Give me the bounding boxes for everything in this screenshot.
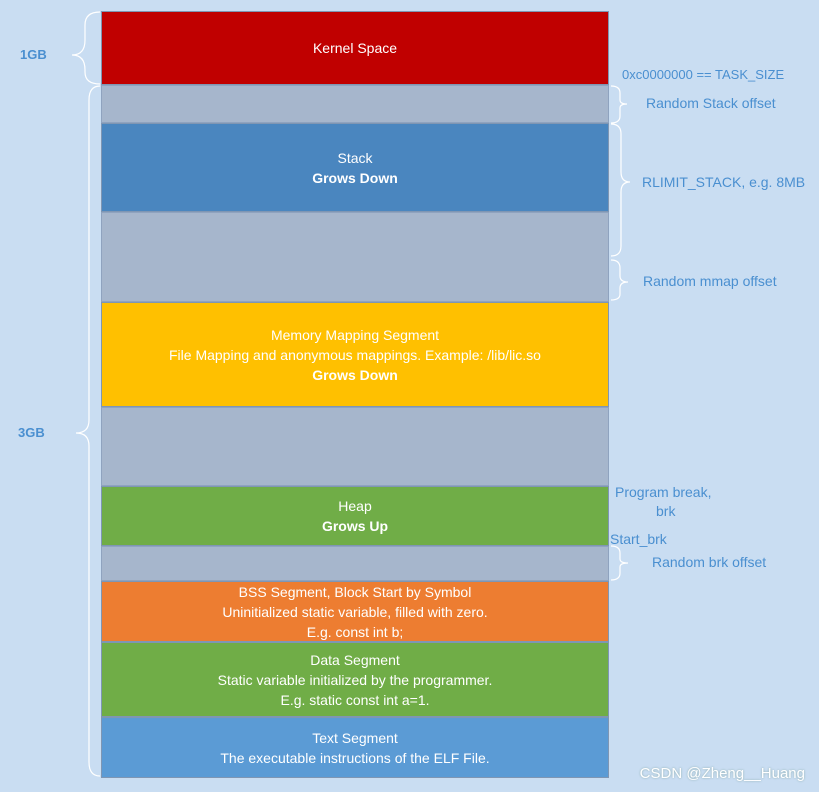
segment-description: File Mapping and anonymous mappings. Exa… <box>169 346 541 363</box>
segment-title: BSS Segment, Block Start by Symbol <box>238 583 472 600</box>
annotation-brk: brk <box>656 503 676 519</box>
annotation-random-stack-offset: Random Stack offset <box>646 95 776 111</box>
annotation-task-size: 0xc0000000 == TASK_SIZE <box>622 67 785 82</box>
brace-random-mmap <box>610 259 629 301</box>
segment-growth: Grows Down <box>312 366 398 383</box>
segment-title: Data Segment <box>310 651 400 668</box>
brace-3gb <box>75 85 101 777</box>
segment-bss: BSS Segment, Block Start by Symbol Unini… <box>101 581 609 642</box>
annotation-random-mmap-offset: Random mmap offset <box>643 273 777 289</box>
gap-unused <box>101 407 609 486</box>
segment-description: Static variable initialized by the progr… <box>217 671 493 688</box>
brace-1gb <box>71 11 101 85</box>
segment-description: Uninitialized static variable, filled wi… <box>222 603 488 620</box>
gap-random-brk-offset <box>101 546 609 581</box>
annotation-program-break: Program break, <box>615 484 712 500</box>
segment-growth: Grows Up <box>321 518 389 534</box>
segment-heap: Heap Grows Up <box>101 486 609 546</box>
annotation-rlimit-stack: RLIMIT_STACK, e.g. 8MB <box>642 174 806 190</box>
segment-title: Stack <box>337 149 373 166</box>
segment-example: E.g. static const int a=1. <box>280 691 430 708</box>
segment-text: Text Segment The executable instructions… <box>101 717 609 778</box>
brace-rlimit <box>610 123 631 257</box>
watermark: CSDN @Zheng__Huang <box>639 765 805 782</box>
segment-kernel-space: Kernel Space <box>101 11 609 85</box>
brace-random-stack <box>610 85 628 124</box>
segment-growth: Grows Down <box>312 169 398 186</box>
segment-title: Kernel Space <box>312 40 398 56</box>
segment-title: Heap <box>338 498 372 514</box>
annotation-start-brk: Start_brk <box>610 531 667 547</box>
segment-memory-mapping: Memory Mapping Segment File Mapping and … <box>101 302 609 407</box>
size-label-1gb: 1GB <box>20 47 47 62</box>
segment-example: E.g. const int b; <box>306 623 404 640</box>
gap-random-mmap-offset <box>101 212 609 302</box>
brace-random-brk <box>610 545 629 581</box>
segment-stack: Stack Grows Down <box>101 123 609 212</box>
segment-description: The executable instructions of the ELF F… <box>220 749 490 766</box>
segment-title: Memory Mapping Segment <box>270 326 440 343</box>
gap-random-stack-offset <box>101 85 609 123</box>
segment-data: Data Segment Static variable initialized… <box>101 642 609 717</box>
size-label-3gb: 3GB <box>18 425 45 440</box>
segment-title: Text Segment <box>312 729 398 746</box>
annotation-random-brk-offset: Random brk offset <box>652 554 767 570</box>
